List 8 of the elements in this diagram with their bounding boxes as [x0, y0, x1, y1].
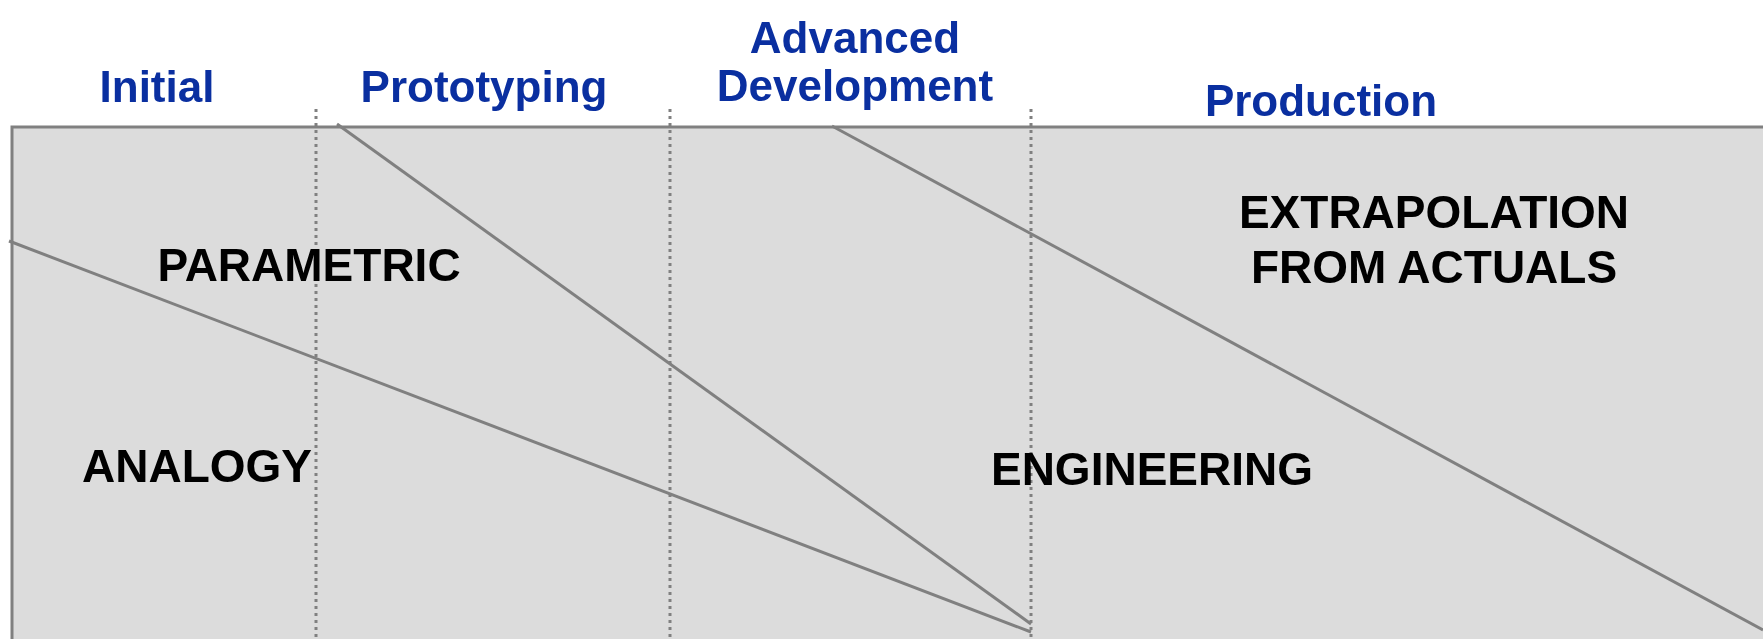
- phase-label: Advanced Development: [715, 13, 995, 111]
- phase-label: Prototyping: [360, 62, 608, 112]
- region-label: EXTRAPOLATION FROM ACTUALS: [1237, 184, 1631, 295]
- region-label: ENGINEERING: [990, 442, 1313, 498]
- region-label: PARAMETRIC: [157, 238, 461, 294]
- phase-label: Production: [1204, 76, 1438, 126]
- phase-label: Initial: [99, 62, 215, 112]
- region-label: ANALOGY: [82, 439, 312, 495]
